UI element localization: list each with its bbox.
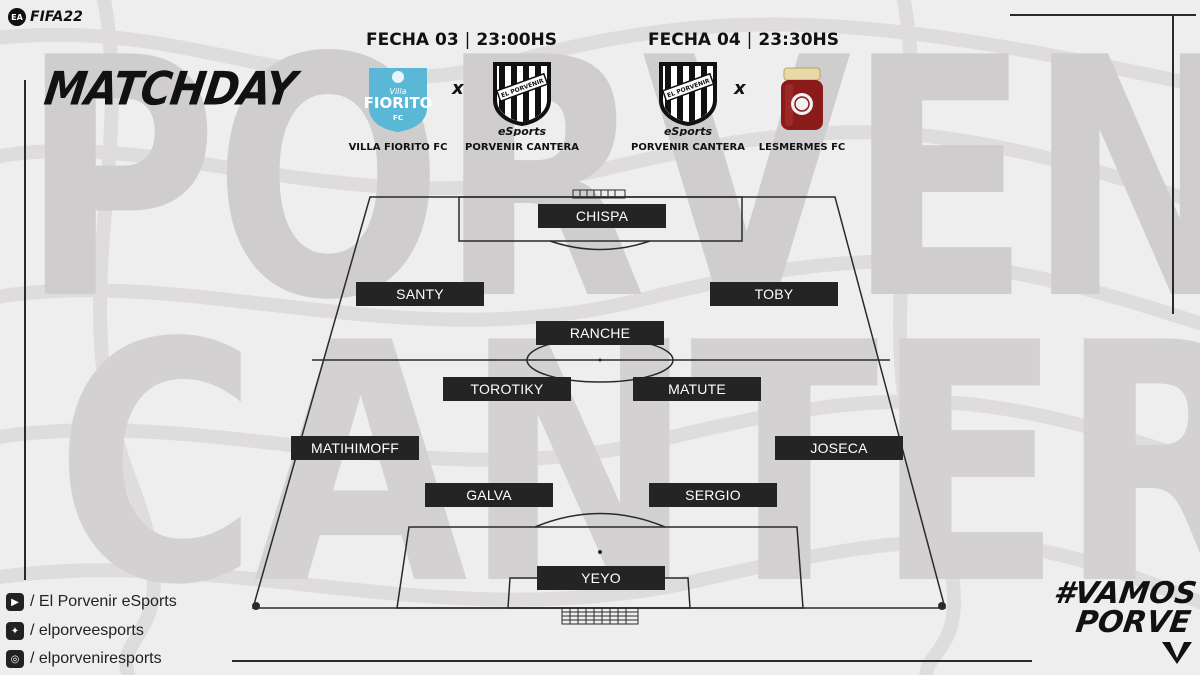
lesmermes-crest-icon bbox=[762, 62, 842, 136]
player-sergio: SERGIO bbox=[649, 483, 777, 507]
versus-mark: x bbox=[452, 78, 464, 99]
hashtag-vamos-porve: #VAMOS PORVE bbox=[1048, 576, 1199, 640]
svg-text:Villa: Villa bbox=[389, 87, 406, 96]
svg-text:FC: FC bbox=[393, 114, 403, 122]
team-name: PORVENIR CANTERA bbox=[465, 142, 579, 153]
youtube-icon: ▶ bbox=[6, 593, 24, 611]
instagram-icon: ◎ bbox=[6, 650, 24, 668]
svg-text:eSports: eSports bbox=[664, 125, 712, 136]
villa-fiorito-crest-icon: Villa FIORITO FC bbox=[358, 62, 438, 136]
svg-text:FIORITO: FIORITO bbox=[364, 94, 433, 112]
left-frame-line bbox=[24, 80, 26, 580]
social-twitter[interactable]: ✦ / elporveesports bbox=[6, 622, 144, 640]
player-chispa: CHISPA bbox=[538, 204, 666, 228]
team-name: PORVENIR CANTERA bbox=[631, 142, 745, 153]
porvenir-crest-icon: EL PORVENIR eSports bbox=[648, 62, 728, 136]
fixture-2-time: 23:30HS bbox=[758, 30, 839, 50]
twitter-icon: ✦ bbox=[6, 622, 24, 640]
top-goal-net bbox=[572, 189, 626, 199]
team-name: VILLA FIORITO FC bbox=[348, 142, 448, 153]
ea-icon: EA bbox=[8, 8, 26, 26]
team-name: LESMERMES FC bbox=[758, 142, 846, 153]
porvenir-brand-logo-icon bbox=[1162, 642, 1192, 664]
social-handle: / El Porvenir eSports bbox=[30, 593, 177, 610]
team-villa-fiorito: Villa FIORITO FC VILLA FIORITO FC bbox=[338, 62, 458, 153]
separator: | bbox=[464, 30, 471, 50]
social-instagram[interactable]: ◎ / elporveniresports bbox=[6, 650, 162, 668]
svg-text:eSports: eSports bbox=[498, 125, 546, 136]
right-frame-line bbox=[1172, 14, 1174, 314]
team-porvenir-cantera-2: EL PORVENIR eSports PORVENIR CANTERA bbox=[628, 62, 748, 153]
player-galva: GALVA bbox=[425, 483, 553, 507]
separator: | bbox=[746, 30, 753, 50]
player-matute: MATUTE bbox=[633, 377, 761, 401]
fifa-logo-text: FIFA22 bbox=[30, 9, 83, 25]
team-porvenir-cantera: EL PORVENIR eSports PORVENIR CANTERA bbox=[462, 62, 582, 153]
fixture-1-header: FECHA 03|23:00HS bbox=[366, 30, 557, 50]
social-handle: / elporveesports bbox=[30, 622, 144, 639]
player-yeyo: YEYO bbox=[537, 566, 665, 590]
player-toby: TOBY bbox=[710, 282, 838, 306]
fixture-2-round: FECHA 04 bbox=[648, 30, 741, 50]
fifa22-logo: EA FIFA22 bbox=[8, 8, 83, 26]
top-frame-line bbox=[1010, 14, 1196, 16]
bottom-frame-line bbox=[232, 660, 1032, 662]
fixture-2-header: FECHA 04|23:30HS bbox=[648, 30, 839, 50]
player-matihimoff: MATIHIMOFF bbox=[291, 436, 419, 460]
bottom-goal-net bbox=[561, 607, 639, 625]
team-lesmermes: LESMERMES FC bbox=[742, 62, 862, 153]
social-handle: / elporveniresports bbox=[30, 650, 162, 667]
fixture-1-time: 23:00HS bbox=[476, 30, 557, 50]
hashtag-line2: PORVE bbox=[1073, 604, 1193, 640]
player-ranche: RANCHE bbox=[536, 321, 664, 345]
fixture-1-round: FECHA 03 bbox=[366, 30, 459, 50]
player-joseca: JOSECA bbox=[775, 436, 903, 460]
porvenir-crest-icon: EL PORVENIR eSports bbox=[482, 62, 562, 136]
player-torotiky: TOROTIKY bbox=[443, 377, 571, 401]
player-santy: SANTY bbox=[356, 282, 484, 306]
background-word-porvenir: PORVENIR bbox=[20, 0, 1200, 372]
versus-mark: x bbox=[734, 78, 746, 99]
social-youtube[interactable]: ▶ / El Porvenir eSports bbox=[6, 593, 177, 611]
